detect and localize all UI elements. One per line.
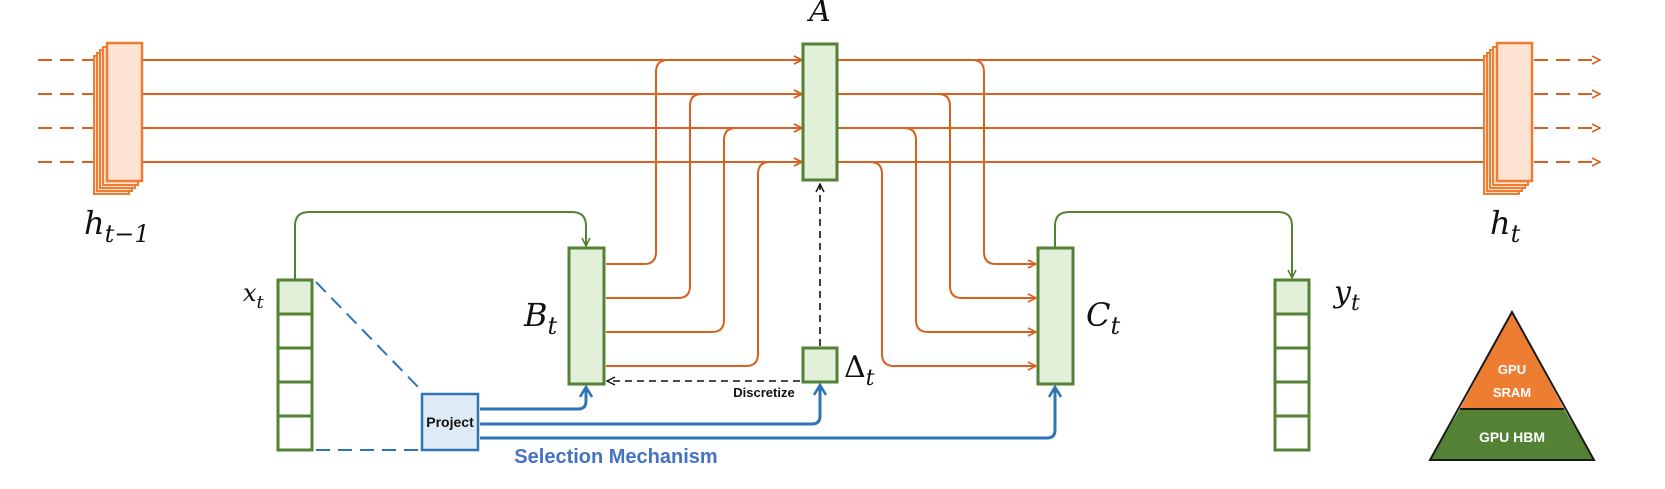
b-label: Bt (523, 296, 558, 340)
gpu-sram-tier (1460, 312, 1564, 409)
gpu-hbm-label: GPU HBM (1479, 429, 1545, 445)
h-prev-base: h (84, 204, 105, 242)
project-to-b-arrow (480, 387, 586, 411)
project-label: Project (426, 414, 474, 430)
a-to-c-3 (838, 127, 1036, 332)
c-to-y-arrow (1054, 211, 1292, 278)
b-to-a-3 (606, 128, 802, 333)
x-base: x (243, 279, 257, 307)
a-to-c-4 (838, 161, 1036, 366)
x-to-b-arrow (294, 211, 586, 280)
delta-sub: t (866, 366, 875, 391)
project-box (420, 392, 480, 452)
h-prev-stack (93, 41, 144, 195)
b-to-a-arrows (606, 60, 802, 367)
y-sub: t (1351, 291, 1360, 316)
x-label: xt (243, 279, 265, 313)
b-to-a-1 (606, 60, 802, 265)
c-label: Ct (1086, 296, 1120, 340)
x-sub: t (257, 292, 265, 313)
discretize-label: Discretize (733, 385, 794, 400)
h-next-stack (1483, 41, 1534, 195)
selection-mechanism-label: Selection Mechanism (514, 446, 717, 468)
delta-base: Δ (844, 350, 866, 385)
b-base: B (523, 296, 548, 334)
a-label: A (806, 0, 831, 29)
delta-label: Δt (844, 350, 875, 391)
y-base: y (1332, 275, 1352, 310)
b-matrix-box (567, 246, 606, 386)
h-prev-label: ht−1 (84, 204, 150, 248)
b-to-a-2 (606, 94, 802, 299)
state-lines (38, 60, 1600, 162)
c-sub: t (1110, 312, 1120, 340)
h-next-label: ht (1490, 204, 1521, 248)
a-to-c-1 (838, 59, 1036, 264)
gpu-sram-label-line2: SRAM (1493, 385, 1531, 400)
b-to-a-4 (606, 162, 802, 367)
y-output-column (1273, 278, 1311, 452)
c-matrix-box (1036, 246, 1075, 386)
project-fan-top (315, 281, 421, 390)
gpu-hbm-tier (1430, 409, 1594, 460)
a-matrix-box (801, 42, 839, 182)
h-prev-sub: t−1 (105, 220, 150, 248)
delta-box (801, 346, 839, 384)
gpu-memory-pyramid: GPU SRAM GPU HBM (1428, 309, 1596, 461)
h-next-sub: t (1511, 220, 1521, 248)
a-to-c-arrows (838, 59, 1036, 366)
project-to-c-arrow (480, 387, 1055, 440)
project-to-delta-arrow (480, 385, 820, 426)
a-to-c-2 (838, 93, 1036, 298)
y-label: yt (1332, 275, 1360, 316)
x-input-column (276, 278, 314, 452)
gpu-sram-label-line1: GPU (1498, 362, 1526, 377)
selection-arrows (480, 385, 1055, 440)
c-base: C (1086, 296, 1110, 334)
h-next-base: h (1490, 204, 1511, 242)
b-sub: t (548, 312, 558, 340)
